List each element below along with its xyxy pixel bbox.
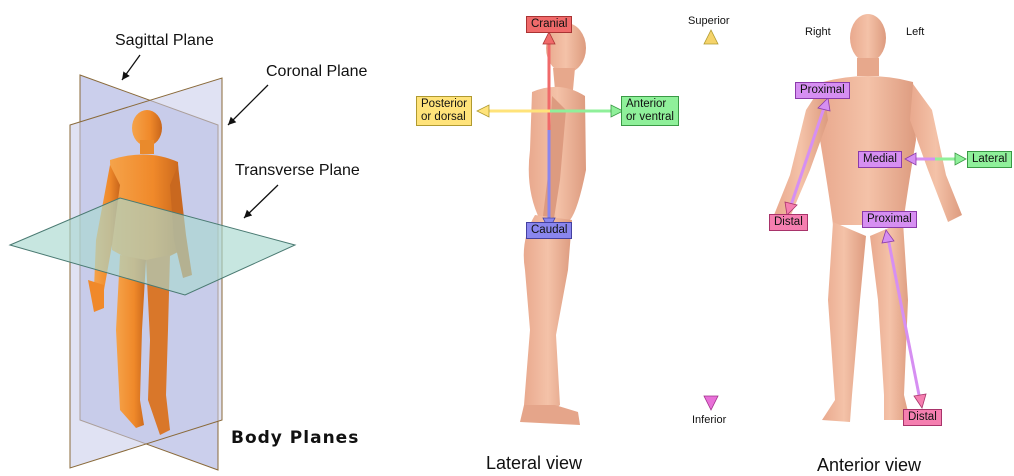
coronal-plane-label: Coronal Plane: [266, 63, 367, 81]
arm-proximal-label: Proximal: [795, 82, 850, 99]
anterior-label: Anterior or ventral: [621, 96, 679, 126]
anterior-view-caption: Anterior view: [817, 455, 921, 476]
transverse-plane: [10, 198, 295, 295]
lateral-label: Lateral: [967, 151, 1012, 168]
right-side-label: Right: [805, 26, 831, 38]
cranial-label: Cranial: [526, 16, 572, 33]
body-planes-figure: [10, 55, 295, 470]
superior-label: Superior: [688, 15, 730, 27]
arm-distal-label: Distal: [769, 214, 808, 231]
medial-label: Medial: [858, 151, 902, 168]
leg-distal-label: Distal: [903, 409, 942, 426]
left-side-label: Left: [906, 26, 924, 38]
sagittal-plane-label: Sagittal Plane: [115, 32, 214, 50]
posterior-label: Posterior or dorsal: [416, 96, 472, 126]
caudal-label: Caudal: [526, 222, 572, 239]
body-planes-title: Body Planes: [231, 428, 359, 448]
transverse-plane-label: Transverse Plane: [235, 162, 360, 180]
inferior-label: Inferior: [692, 414, 726, 426]
lateral-view-caption: Lateral view: [486, 453, 582, 474]
leg-proximal-label: Proximal: [862, 211, 917, 228]
